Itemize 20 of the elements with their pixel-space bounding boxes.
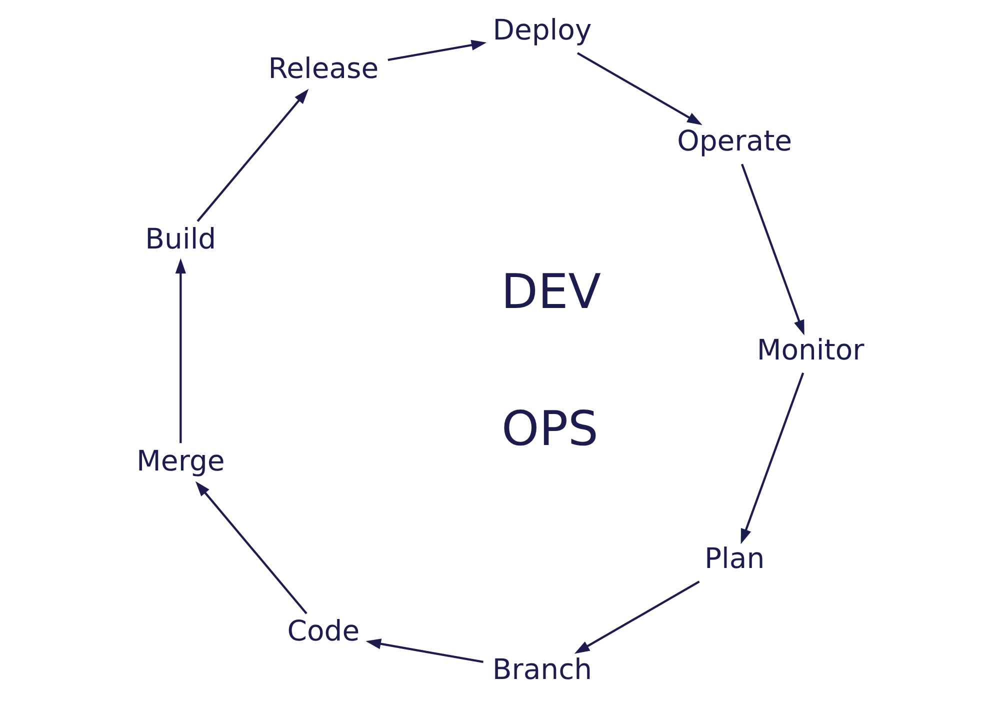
label: OPS	[501, 402, 598, 458]
arrow	[365, 638, 483, 663]
node-text: Monitor	[756, 333, 864, 366]
arrow	[387, 40, 486, 61]
node-text: Code	[286, 614, 360, 648]
node-text: Release	[268, 52, 378, 86]
arrow	[740, 164, 804, 336]
arrow	[740, 372, 804, 544]
node-text: Operate	[676, 124, 792, 158]
node-text: Build	[144, 222, 216, 256]
arrow	[576, 52, 702, 126]
arrow	[194, 481, 307, 614]
node-text: Branch	[492, 653, 592, 686]
arrow	[196, 88, 308, 222]
node-text: Merge	[136, 444, 224, 478]
label: DEV	[500, 265, 601, 320]
node-text: Deploy	[492, 14, 592, 47]
arrow	[174, 258, 186, 444]
node-text: Plan	[704, 542, 764, 576]
arrow	[574, 580, 700, 654]
